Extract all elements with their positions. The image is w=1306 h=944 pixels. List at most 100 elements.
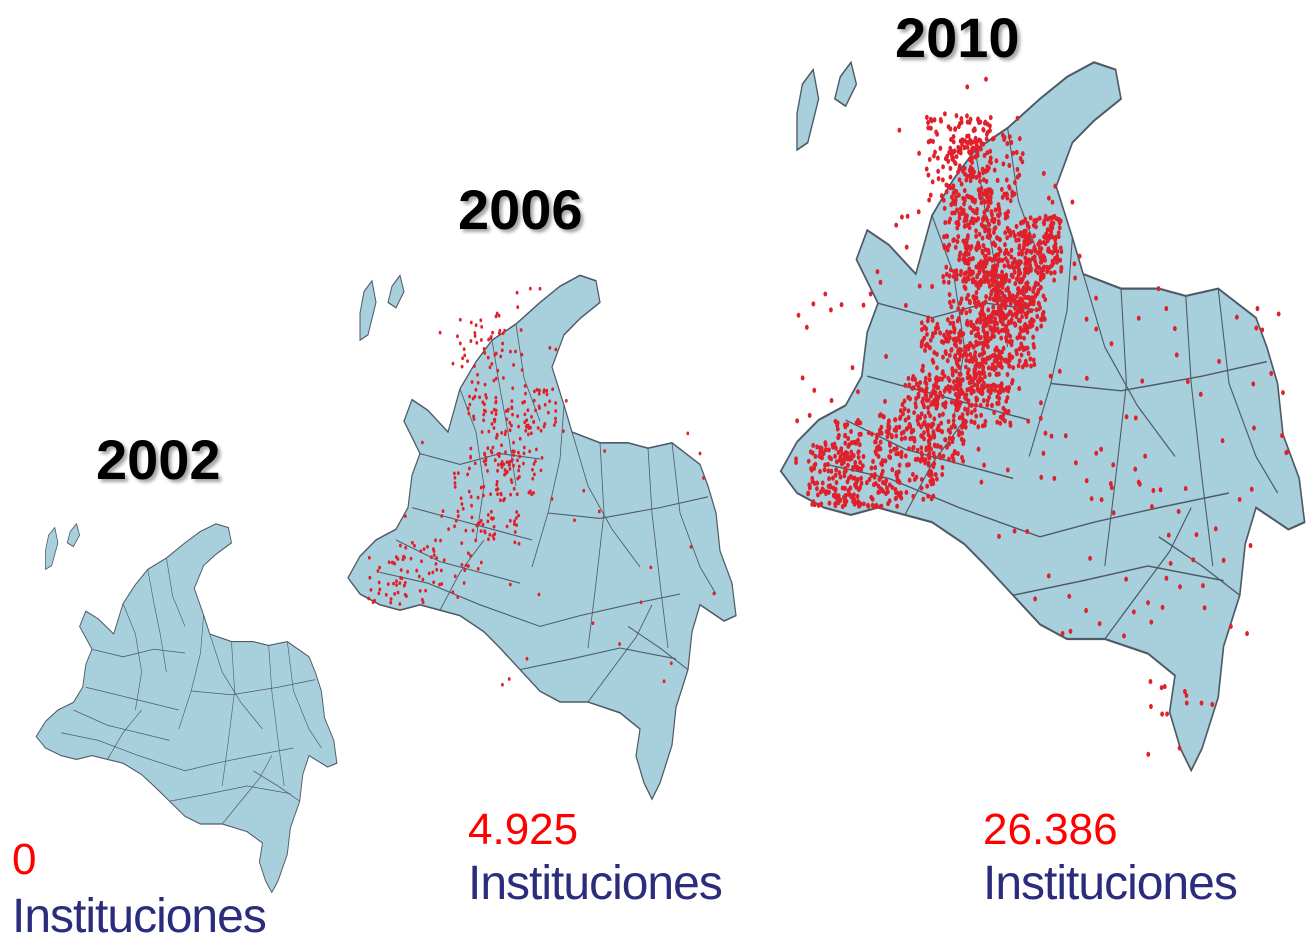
institution-dot (976, 243, 981, 249)
institution-dot (1162, 684, 1167, 690)
institution-dot (992, 226, 997, 232)
institution-dot (469, 455, 473, 460)
institution-dot (376, 569, 380, 573)
institution-dot (873, 465, 878, 471)
institution-dot (952, 210, 957, 216)
institution-dot (516, 414, 520, 419)
institution-dot (1001, 316, 1006, 322)
institution-dot (1024, 235, 1028, 241)
institution-dot (857, 442, 862, 448)
institution-dot (866, 430, 871, 436)
institution-dot (944, 271, 949, 277)
institution-dot (1255, 305, 1260, 312)
institution-dot (514, 349, 517, 354)
institution-dot (1234, 314, 1239, 320)
institution-dot (981, 127, 986, 133)
institution-dot (953, 126, 957, 132)
institution-dot (1018, 156, 1023, 162)
institution-dot (861, 302, 866, 308)
institution-dot (965, 193, 969, 199)
institution-dot (999, 186, 1004, 192)
institution-dot (1031, 334, 1036, 340)
institution-dot (921, 396, 926, 402)
institution-dot (977, 120, 981, 126)
institution-dot (504, 450, 507, 454)
institution-dot (529, 431, 533, 436)
institution-dot (977, 170, 982, 176)
institution-dot (947, 273, 952, 279)
institution-dot (886, 418, 891, 424)
institution-dot (995, 262, 1000, 268)
institution-dot (978, 402, 983, 408)
institution-dot (1007, 363, 1012, 369)
institution-dot (953, 244, 958, 250)
institution-dot (881, 413, 886, 420)
institution-dot (1017, 346, 1022, 352)
institution-dot (1033, 293, 1038, 299)
institution-dot (512, 449, 516, 454)
institution-dot (1008, 198, 1013, 204)
institution-dot (496, 468, 499, 473)
institution-dot (829, 468, 834, 474)
institution-dot (826, 461, 830, 467)
institution-dot (947, 456, 951, 462)
institution-dot (1002, 387, 1006, 393)
institution-dot (809, 467, 814, 473)
institution-dot (1122, 633, 1126, 639)
institution-dot (911, 493, 916, 499)
institution-dot (1001, 345, 1006, 351)
institution-dot (990, 402, 994, 409)
institution-dot (966, 133, 971, 139)
institution-dot (1007, 228, 1012, 234)
institution-dot (969, 419, 974, 425)
institution-dot (1017, 172, 1022, 178)
institution-dot (505, 460, 509, 464)
institution-dot (1073, 275, 1077, 281)
institution-dot (951, 157, 955, 163)
institution-dot (986, 307, 991, 313)
institution-dot (984, 294, 988, 300)
department-border (823, 463, 1041, 538)
institution-dot (470, 503, 473, 508)
institution-dot (1045, 268, 1050, 274)
institution-dot (940, 429, 945, 435)
institution-dot (1174, 352, 1179, 358)
institution-dot (931, 432, 936, 438)
institution-dot (957, 215, 962, 221)
institution-dot (528, 449, 532, 454)
institution-dot (981, 217, 985, 223)
institution-dot (1001, 281, 1006, 287)
institution-dot (967, 380, 972, 386)
institution-dot (1039, 323, 1044, 329)
institution-dot (1007, 353, 1012, 359)
institution-dot (818, 468, 822, 475)
institution-dot (1053, 241, 1058, 247)
institution-dot (968, 308, 972, 314)
institution-dot (509, 349, 512, 354)
institution-dot (1041, 293, 1046, 299)
institution-dot (1045, 238, 1050, 244)
institution-dot (935, 401, 940, 407)
institution-dot (1022, 323, 1027, 329)
institution-dot (917, 283, 922, 289)
institution-dot (982, 152, 987, 159)
institution-dot (427, 571, 431, 576)
institution-dot (923, 375, 928, 381)
institution-dot (505, 524, 509, 529)
institution-dot (490, 450, 494, 455)
institution-dot (890, 484, 895, 491)
institution-dot (965, 213, 969, 219)
institution-dot (487, 429, 491, 434)
institution-dot (1021, 232, 1026, 238)
institution-dot (1059, 265, 1064, 271)
institution-dot (921, 363, 925, 369)
institution-dot (1008, 232, 1013, 238)
institution-dot (1008, 422, 1013, 428)
institution-dot (947, 335, 951, 341)
institution-dot (951, 413, 956, 419)
institution-dot (843, 492, 848, 499)
institution-dot (956, 306, 961, 312)
institution-dot (976, 216, 981, 222)
institution-dot (889, 433, 894, 439)
institution-dot (951, 273, 956, 279)
